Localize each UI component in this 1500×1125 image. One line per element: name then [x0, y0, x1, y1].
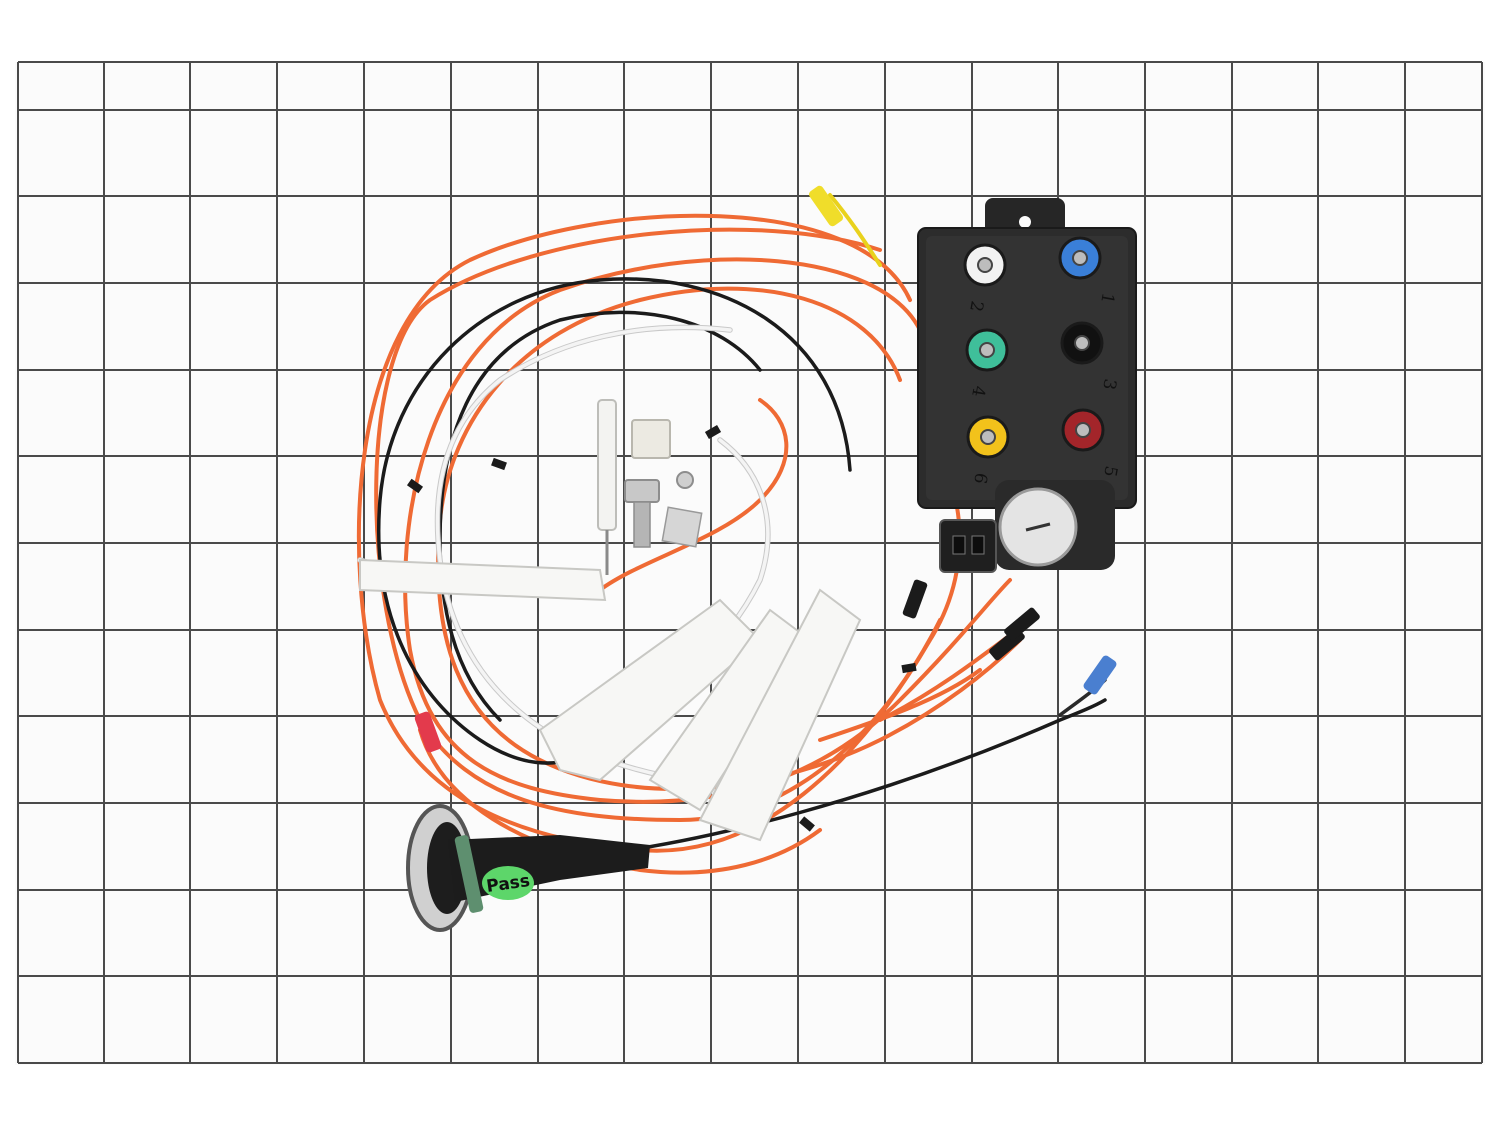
module-port-label: 6: [969, 471, 991, 485]
black-wire: [438, 310, 762, 722]
cable-ties: [406, 425, 917, 832]
electrode-boot: [359, 558, 607, 602]
hardware-parts: [597, 399, 703, 575]
connector-socket: [952, 535, 966, 555]
module-port-label: 4: [967, 384, 989, 398]
terminals: [414, 185, 1117, 753]
port-socket: [977, 257, 993, 273]
module-ports: 1 2 3 4 5 6: [963, 236, 1121, 485]
mounting-clip: [631, 419, 671, 459]
pass-badge: [482, 866, 534, 900]
mounting-hole: [1019, 216, 1031, 228]
port-socket: [979, 342, 995, 358]
cable-tie: [704, 425, 722, 439]
black-terminal: [1004, 607, 1040, 641]
cable-tie: [799, 816, 815, 832]
cable-tie: [491, 457, 507, 471]
grid-board: [15, 62, 1485, 1065]
cable-tie: [406, 478, 424, 494]
green-lead: [454, 835, 484, 913]
orange-wire: [818, 668, 982, 742]
cable-tie: [901, 662, 917, 674]
port-socket: [980, 429, 996, 445]
ignition-module: 1 2 3 4 5 6: [917, 198, 1137, 573]
yellow-terminal: [808, 185, 844, 227]
connector-socket: [971, 535, 985, 555]
electrode-boots: [359, 558, 862, 842]
electrode-boot: [698, 588, 862, 842]
ignitor-button-assembly: Pass: [406, 804, 650, 932]
module-top-face: [926, 236, 1128, 500]
module-port-label: 1: [1096, 291, 1118, 305]
orange-wire: [403, 257, 1012, 804]
bolt-thread: [633, 501, 651, 548]
port-socket: [1074, 335, 1090, 351]
black-wire: [377, 277, 852, 765]
orange-wire: [436, 286, 1022, 791]
module-port-label: 2: [965, 299, 987, 313]
push-button-mark: [1025, 522, 1051, 532]
electrode-boot: [538, 598, 762, 782]
metal-bracket: [661, 506, 703, 548]
module-port-label: 5: [1099, 464, 1121, 478]
black-terminal: [902, 579, 928, 619]
orange-wire: [598, 398, 789, 592]
blue-terminal: [1083, 655, 1117, 695]
electrode-holder: [597, 399, 617, 531]
yellow-wire: [828, 193, 882, 267]
module-port-label: 3: [1098, 377, 1120, 391]
small-screw: [676, 471, 694, 489]
hex-bolt-head: [624, 479, 660, 503]
port-socket: [1075, 422, 1091, 438]
power-connector: [939, 519, 997, 573]
red-terminal: [414, 711, 442, 753]
port-socket: [1072, 250, 1088, 266]
